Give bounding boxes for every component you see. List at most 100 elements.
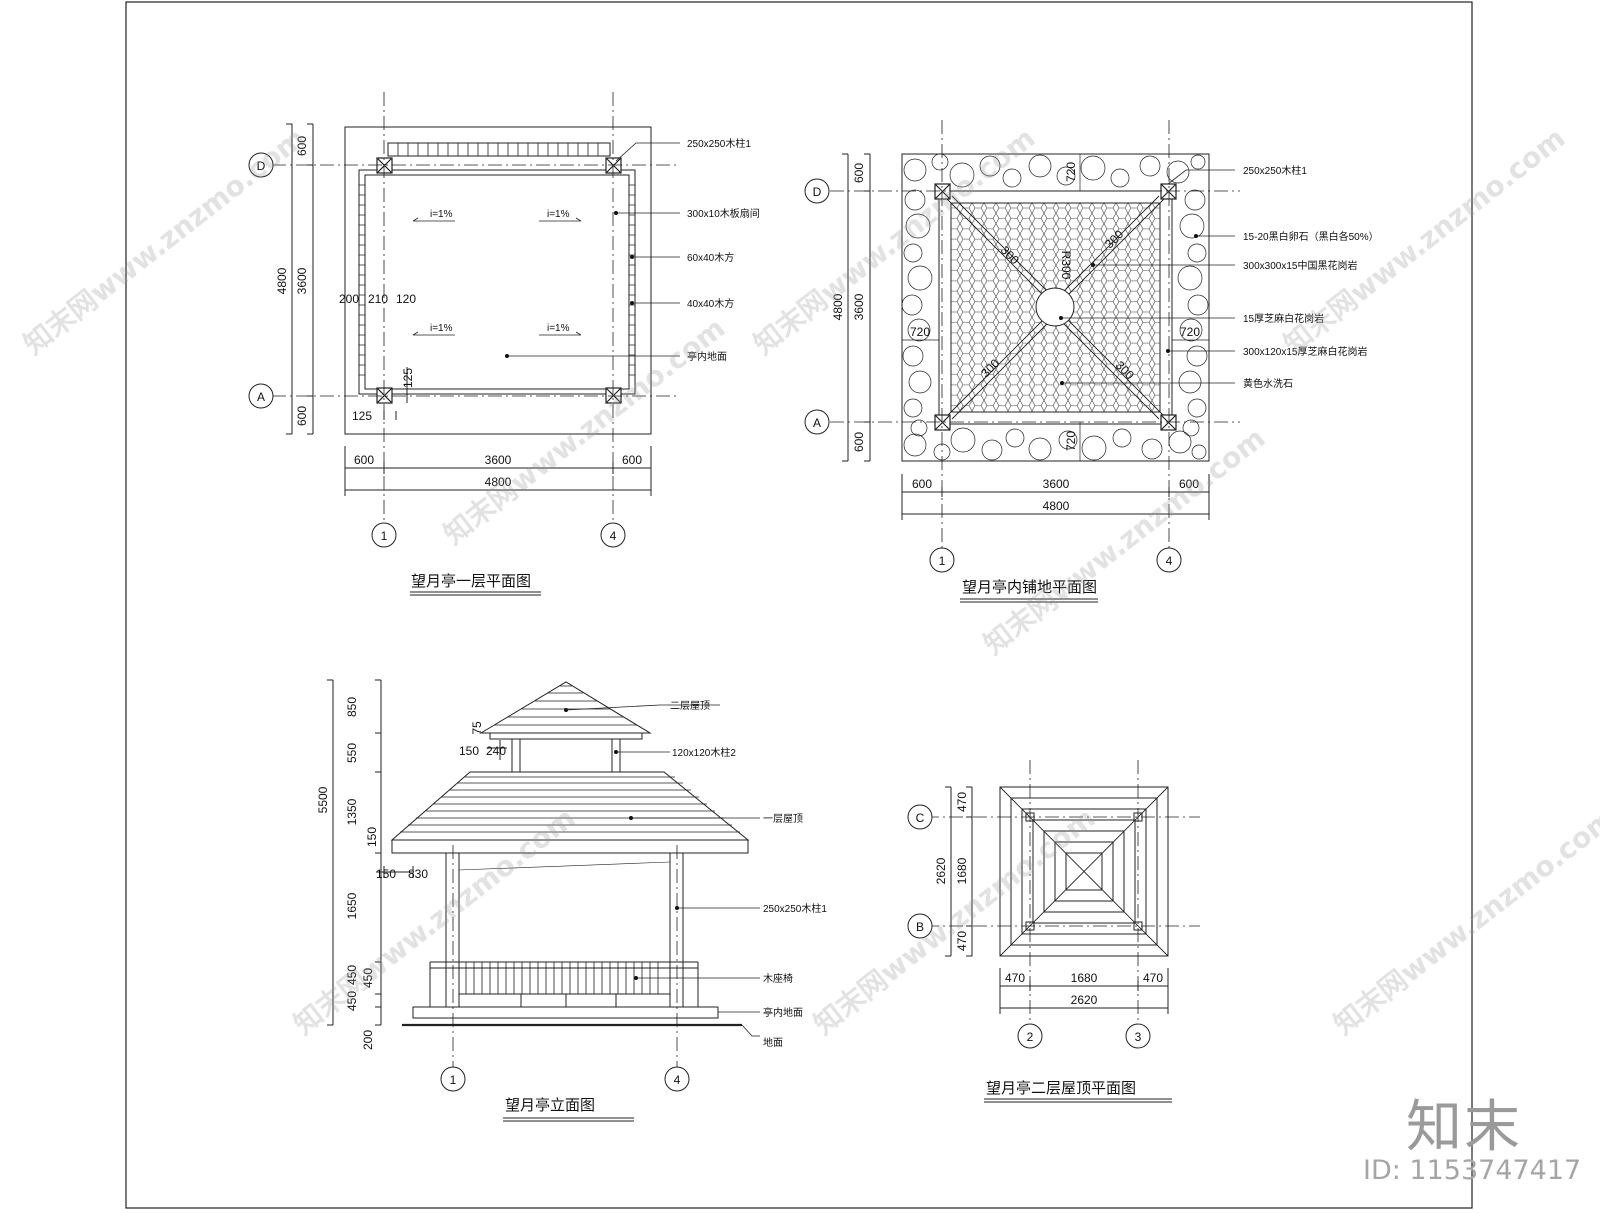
plan1-leader-dots — [505, 211, 634, 358]
axis-2-label: 2 — [1027, 1030, 1034, 1044]
dim: 3600 — [485, 453, 512, 467]
plan1-text: D A 1 4 600 3600 600 4800 600 3600 600 4… — [257, 136, 760, 590]
dim: 600 — [354, 453, 374, 467]
title-underline — [410, 591, 541, 596]
plan1-axis-bubbles — [248, 152, 626, 548]
dim: 600 — [912, 477, 932, 491]
dim: 850 — [345, 697, 359, 717]
dim: 1650 — [345, 892, 359, 919]
dim: 4800 — [485, 475, 512, 489]
dim: 450 — [345, 965, 359, 985]
paving-plan — [830, 120, 1240, 555]
callout-label: 黄色水洗石 — [1243, 377, 1293, 390]
title-underline — [503, 1117, 634, 1122]
axis-a-label: A — [813, 416, 821, 430]
slope-label: i=1% — [430, 323, 453, 334]
dim: 600 — [852, 163, 866, 183]
side-rail-slats — [359, 184, 635, 376]
drawing-title: 望月亭二层屋顶平面图 — [986, 1079, 1136, 1097]
callout-label: 亭内地面 — [687, 350, 727, 363]
dim: 4800 — [1043, 499, 1070, 513]
dim: 600 — [295, 406, 309, 426]
brand-logo: 知末 — [1406, 1095, 1522, 1160]
first-floor-plan — [272, 92, 680, 520]
dim: 600 — [1179, 477, 1199, 491]
dim: 1680 — [1071, 971, 1098, 985]
drawing-title: 望月亭内铺地平面图 — [962, 578, 1097, 596]
dim: 600 — [622, 453, 642, 467]
dim: 830 — [408, 867, 428, 881]
dim: 125 — [352, 409, 372, 423]
dim: 4800 — [831, 293, 845, 320]
dim: 720 — [1064, 162, 1078, 182]
second-roof-plan — [925, 760, 1200, 1025]
paving-axis-bubbles — [804, 178, 1182, 573]
callout-label: 250x250木柱1 — [687, 137, 751, 150]
paving-text: D A 1 4 600 3600 600 4800 600 3600 600 4… — [813, 162, 1379, 596]
dim: 450 — [345, 991, 359, 1011]
dim: 2620 — [1071, 993, 1098, 1007]
axis-c-label: C — [916, 811, 925, 825]
dim: 720 — [910, 325, 930, 339]
axis-4-label: 4 — [610, 529, 617, 543]
roof2-axis-bubbles — [907, 804, 1151, 1049]
axis-3-label: 3 — [1135, 1030, 1142, 1044]
dim: 150 — [365, 827, 379, 847]
column-posts — [376, 157, 622, 404]
dim: 240 — [486, 744, 506, 758]
elevation-text: 1 4 850 550 1350 1650 450 450 450 200 55… — [316, 697, 827, 1114]
dim: 600 — [852, 432, 866, 452]
pebble-pattern — [901, 153, 1209, 461]
bench-slats — [465, 962, 659, 994]
axis-a-label: A — [257, 390, 265, 404]
dim: 1680 — [955, 857, 969, 884]
dim: 200 — [361, 1030, 375, 1050]
dim: 720 — [1180, 325, 1200, 339]
paving-axis-lines — [830, 120, 1240, 555]
callout-label: 二层屋顶 — [670, 700, 710, 712]
slope-label: i=1% — [547, 209, 570, 220]
dim: 470 — [1005, 971, 1025, 985]
dim: 3600 — [1043, 477, 1070, 491]
axis-d-label: D — [257, 159, 266, 173]
drawing-title: 望月亭立面图 — [505, 1096, 595, 1114]
axis-d-label: D — [813, 185, 822, 199]
callout-label: 60x40木方 — [687, 251, 734, 264]
callout-label: 木座椅 — [763, 972, 793, 985]
callout-label: 亭内地面 — [763, 1006, 803, 1019]
dim: 4800 — [275, 267, 289, 294]
title-underline — [984, 1098, 1172, 1103]
dim: 75 — [470, 721, 484, 735]
top-rail-slats — [397, 143, 599, 156]
elevation-axis-bubbles — [440, 1066, 690, 1092]
axis-4-label: 4 — [674, 1073, 681, 1087]
dim: 125 — [401, 368, 415, 388]
slope-label: i=1% — [430, 209, 453, 220]
elevation-leader-dots — [564, 708, 679, 980]
callout-label: 250x250木柱1 — [1243, 164, 1307, 177]
callout-label: 15-20黑白卵石（黑白各50%） — [1243, 230, 1379, 243]
axis-lines — [272, 92, 680, 520]
drawing-title: 望月亭一层平面图 — [411, 572, 531, 590]
axis-b-label: B — [916, 920, 924, 934]
callout-label: 地面 — [763, 1036, 783, 1049]
dim: 3600 — [852, 293, 866, 320]
paving-leader-dots — [1059, 234, 1198, 385]
axis-1-label: 1 — [450, 1073, 457, 1087]
callout-label: 15厚芝麻白花岗岩 — [1243, 312, 1324, 325]
callout-label: 一层屋顶 — [763, 813, 803, 825]
axis-1-label: 1 — [381, 529, 388, 543]
dim: 600 — [295, 136, 309, 156]
callout-label: 300x120x15厚芝麻白花岗岩 — [1243, 345, 1368, 358]
sheet-border — [125, 1, 1473, 1209]
dim: 200 — [339, 292, 359, 306]
axis-1-label: 1 — [939, 554, 946, 568]
dim: 550 — [345, 743, 359, 763]
dim: 150 — [459, 744, 479, 758]
dim: 150 — [376, 867, 396, 881]
dim: R300 — [1059, 251, 1073, 280]
elevation-drawing — [327, 679, 760, 1070]
roof2-text: C B 2 3 470 1680 470 2620 470 1680 470 2… — [916, 792, 1164, 1097]
axis-4-label: 4 — [1166, 554, 1173, 568]
